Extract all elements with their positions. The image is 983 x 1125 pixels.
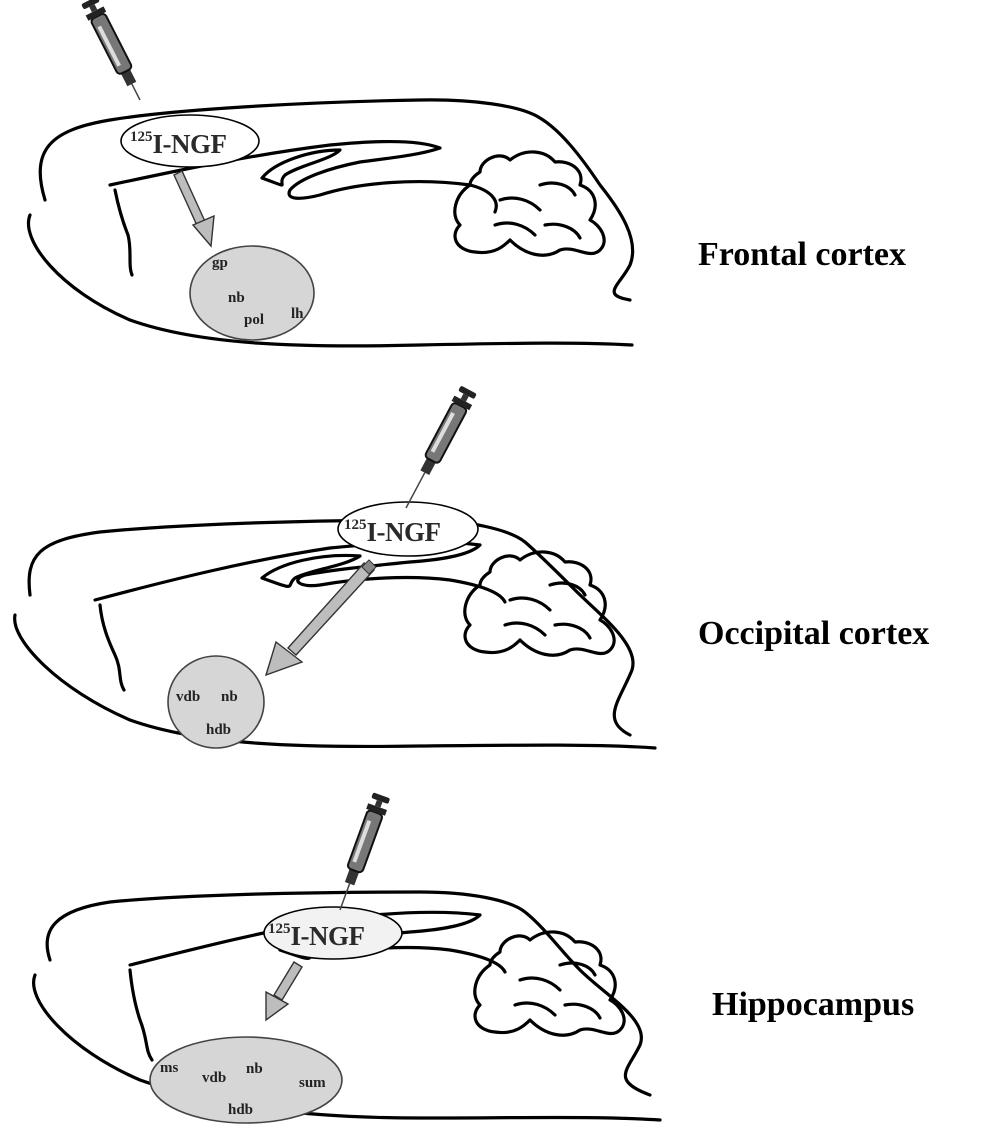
nucleus-label: hdb [228, 1102, 253, 1118]
cerebellum-folia [515, 963, 600, 1018]
nucleus-label: sum [299, 1075, 326, 1091]
region-label: Hippocampus [712, 986, 914, 1024]
syringe-icon [397, 385, 478, 513]
retrograde-transport-arrow [174, 171, 214, 246]
nucleus-label: nb [228, 290, 245, 306]
nucleus-label: pol [244, 312, 264, 328]
region-label: Frontal cortex [698, 236, 906, 274]
syringe-icon [331, 792, 392, 913]
brain-diagram-occipital: vdb nb hdb 125I-NGF [0, 370, 983, 760]
nucleus-label: ms [160, 1060, 178, 1076]
region-label: Occipital cortex [698, 615, 929, 653]
cortex-inner [115, 190, 132, 275]
nucleus-label: nb [246, 1061, 263, 1077]
brain-diagram-hippocampus: ms vdb nb sum hdb 125I-NGF [0, 760, 983, 1125]
cortex-inner [100, 605, 124, 690]
nucleus-label: nb [221, 689, 238, 705]
nucleus-label: hdb [206, 722, 231, 738]
nucleus-label: lh [291, 306, 304, 322]
syringe-icon [80, 0, 149, 105]
cerebellum-folia [495, 183, 580, 238]
nucleus-label: vdb [176, 689, 200, 705]
brain-outline [28, 100, 632, 346]
retrograde-transport-arrow [266, 962, 302, 1020]
panel-occipital-cortex: vdb nb hdb 125I-NGF Occipital cortex [0, 370, 983, 760]
nucleus-label: gp [212, 255, 228, 271]
brain-diagram-frontal: gp nb pol lh 125I-NGF [0, 0, 983, 370]
panel-frontal-cortex: gp nb pol lh 125I-NGF Frontal cortex [0, 0, 983, 370]
nucleus-label: vdb [202, 1070, 226, 1086]
cortex-inner [130, 970, 152, 1060]
retrograde-transport-arrow [266, 560, 376, 675]
panel-hippocampus: ms vdb nb sum hdb 125I-NGF Hippocampus [0, 760, 983, 1125]
